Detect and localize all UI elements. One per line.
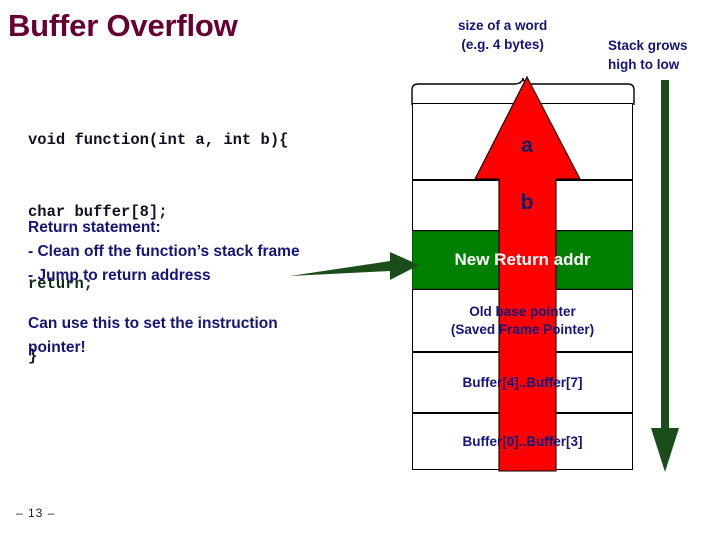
stack-row-label-new-return-addr: New Return addr bbox=[454, 250, 591, 269]
page-number: – 13 – bbox=[16, 506, 56, 520]
return-statement-note: Return statement: - Clean off the functi… bbox=[28, 216, 300, 288]
word-size-label: size of a word (e.g. 4 bytes) bbox=[458, 16, 547, 54]
stack-direction-label: Stack grows high to low bbox=[608, 36, 688, 74]
sfp-label-line-1: Old base pointer bbox=[469, 303, 576, 319]
stack-row-buffer-4-7: Buffer[4]..Buffer[7] bbox=[412, 352, 633, 413]
code-line-3: return; bbox=[28, 275, 94, 293]
return-note-bullet-2: - Jump to return address bbox=[28, 267, 211, 284]
page-title: Buffer Overflow bbox=[8, 8, 238, 43]
stack-direction-line-2: high to low bbox=[608, 57, 680, 72]
up-arrow-label-a: a bbox=[521, 134, 533, 157]
jump-to-return-address-arrow-icon bbox=[290, 252, 419, 280]
return-note-bullet-1: - Clean off the function’s stack frame bbox=[28, 243, 300, 260]
up-arrow-label-b: b bbox=[520, 191, 534, 214]
return-note-heading: Return statement: bbox=[28, 219, 161, 236]
word-size-label-line-1: size of a word bbox=[458, 18, 548, 33]
stack-row-label-buffer-4-7: Buffer[4]..Buffer[7] bbox=[462, 374, 583, 390]
code-line-2: char buffer[8]; bbox=[28, 203, 168, 221]
stack-row-saved-frame-pointer: Old base pointer (Saved Frame Pointer) bbox=[412, 289, 633, 352]
code-line-1: void function(int a, int b){ bbox=[28, 131, 289, 149]
stack-direction-line-1: Stack grows bbox=[608, 38, 688, 53]
stack-row-label-saved-frame-pointer: Old base pointer (Saved Frame Pointer) bbox=[451, 303, 594, 339]
instruction-note-line-2: pointer! bbox=[28, 339, 86, 356]
stack-width-brace-icon bbox=[411, 77, 635, 105]
sfp-label-line-2: (Saved Frame Pointer) bbox=[450, 321, 595, 337]
stack-row-new-return-addr: New Return addr bbox=[412, 231, 633, 289]
stack-diagram: New Return addr Old base pointer (Saved … bbox=[412, 103, 633, 470]
word-size-label-line-2: (e.g. 4 bytes) bbox=[461, 37, 544, 52]
stack-row-label-buffer-0-3: Buffer[0]..Buffer[3] bbox=[462, 433, 583, 449]
code-line-4: } bbox=[28, 347, 38, 365]
stack-direction-down-arrow-icon bbox=[651, 80, 679, 472]
instruction-note-line-1: Can use this to set the instruction bbox=[28, 315, 278, 332]
code-block: void function(int a, int b){ char buffer… bbox=[28, 80, 288, 416]
stack-row-buffer-0-3: Buffer[0]..Buffer[3] bbox=[412, 413, 633, 470]
instruction-pointer-note: Can use this to set the instruction poin… bbox=[28, 312, 278, 360]
